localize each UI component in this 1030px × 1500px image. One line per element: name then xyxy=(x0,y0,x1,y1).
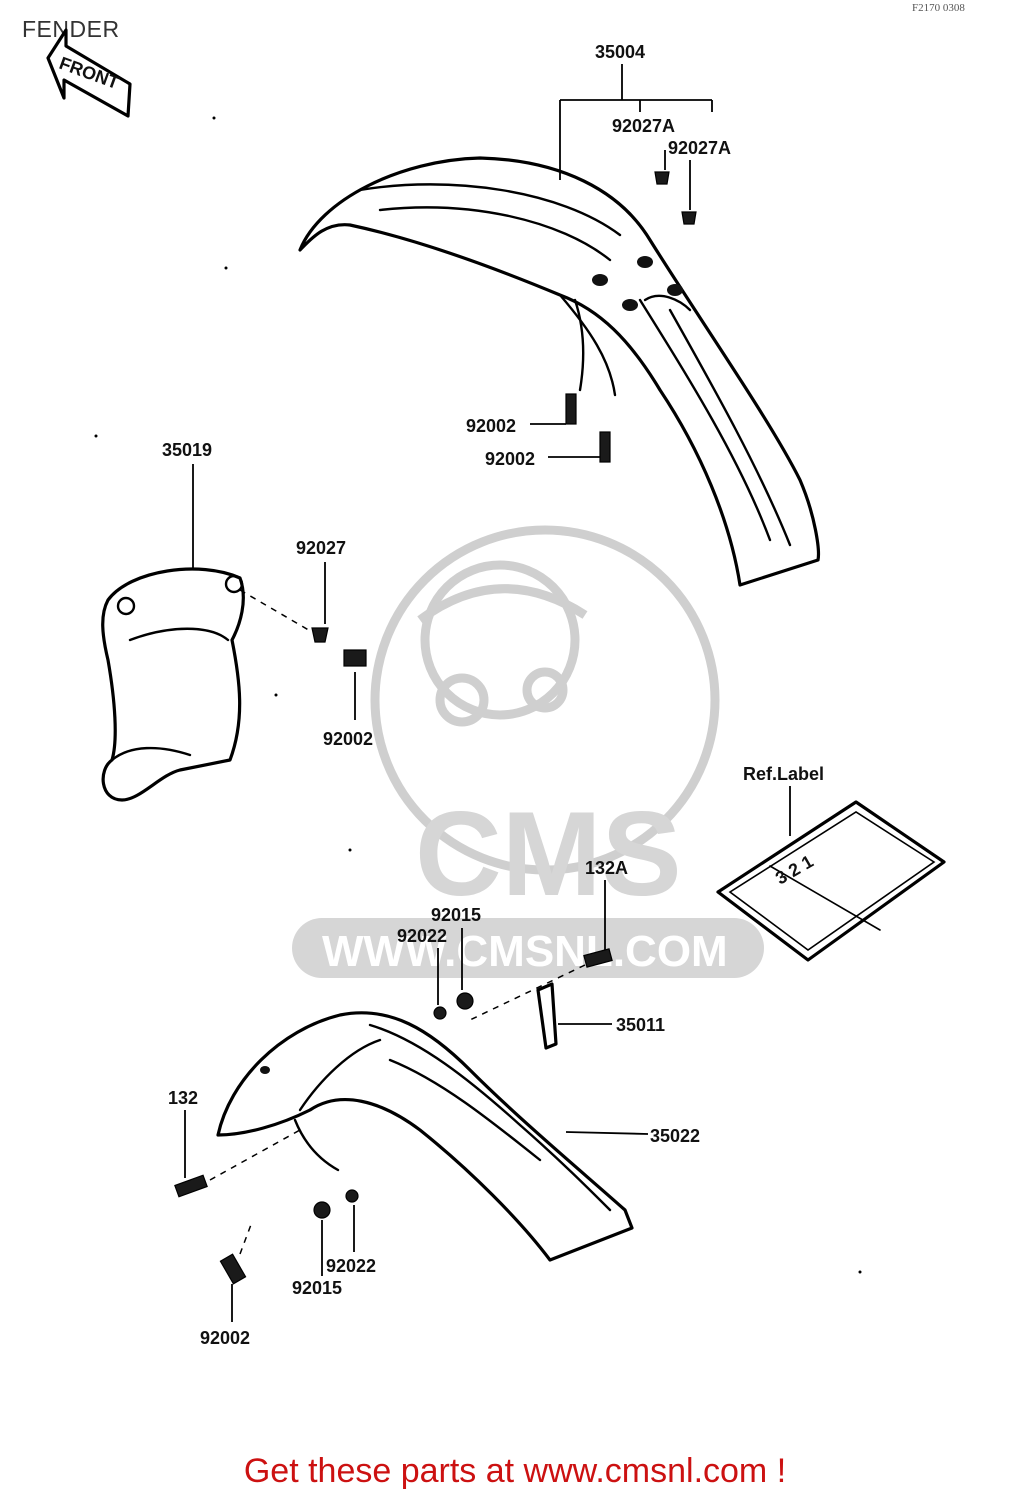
front-arrow-shape xyxy=(46,28,132,118)
front-fender-slot xyxy=(643,294,692,312)
watermark-eye-left xyxy=(435,673,489,727)
label-132: 132 xyxy=(168,1088,198,1108)
label-35022: 35022 xyxy=(650,1126,700,1146)
nut-92015-b xyxy=(313,1201,331,1219)
label-92002-a: 92002 xyxy=(466,416,516,436)
front-fender-hole-3 xyxy=(622,299,638,311)
label-92002-d: 92002 xyxy=(200,1328,250,1348)
label-92027A-1: 92027A xyxy=(612,116,675,136)
label-92015-a: 92015 xyxy=(431,905,481,925)
label-132A: 132A xyxy=(585,858,628,878)
label-92022-a: 92022 xyxy=(397,926,447,946)
bolt-92002-d xyxy=(219,1253,247,1285)
label-35004: 35004 xyxy=(595,42,645,62)
bolt-132 xyxy=(174,1174,208,1198)
mud-guard-hole-2 xyxy=(224,574,244,594)
mud-guard-lip xyxy=(110,746,192,762)
bracket-35011 xyxy=(536,982,558,1050)
fastener-92027 xyxy=(311,627,329,643)
watermark-eye-right xyxy=(522,667,568,713)
front-fender-rib-2 xyxy=(378,206,612,262)
label-92022-b: 92022 xyxy=(326,1256,376,1276)
mud-guard-body xyxy=(101,567,245,802)
watermark-circle xyxy=(370,525,720,875)
rear-fender-hole xyxy=(260,1066,270,1074)
label-ref-label: Ref.Label xyxy=(743,764,824,784)
front-fender-hole-4 xyxy=(667,284,683,296)
front-fender-flap xyxy=(558,293,617,397)
label-92002-b: 92002 xyxy=(485,449,535,469)
fastener-92027A-2 xyxy=(681,211,697,225)
decal-border xyxy=(728,811,936,951)
front-direction-arrow: FRONT xyxy=(46,28,132,118)
label-92027A-2: 92027A xyxy=(668,138,731,158)
decal-divider xyxy=(769,865,881,931)
scan-speck xyxy=(94,434,98,438)
rear-fender-body xyxy=(216,1011,634,1262)
dashline-92002-d xyxy=(239,1221,253,1255)
mud-guard-35019 xyxy=(101,567,245,802)
bolt-92002-a xyxy=(565,393,577,425)
dashline-35019 xyxy=(239,589,313,633)
label-92015-b: 92015 xyxy=(292,1278,342,1298)
front-fender-body xyxy=(298,156,820,587)
front-fender-rib-1 xyxy=(358,183,622,237)
label-35011: 35011 xyxy=(616,1015,665,1035)
decal-plate xyxy=(716,800,946,962)
washer-92022-a xyxy=(433,1006,447,1020)
bolt-92002-b xyxy=(599,431,611,463)
front-fender-rib-3 xyxy=(638,298,772,542)
scan-speck xyxy=(858,1270,862,1274)
rear-fender-35022 xyxy=(216,1011,634,1262)
dashline-132A xyxy=(469,964,586,1021)
front-fender-hole-2 xyxy=(637,256,653,268)
cms-watermark: CMS WWW.CMSNL.COM xyxy=(292,525,764,978)
leader-35004 xyxy=(559,64,713,180)
watermark-url-text: WWW.CMSNL.COM xyxy=(322,927,728,976)
washer-92022-b xyxy=(345,1189,359,1203)
label-92027: 92027 xyxy=(296,538,346,558)
footer-promo-text[interactable]: Get these parts at www.cmsnl.com ! xyxy=(243,1452,787,1490)
rear-fender-flap xyxy=(293,1118,340,1172)
diagram-reference-code: F2170 0308 xyxy=(912,2,965,14)
front-fender-hole-1 xyxy=(592,274,608,286)
watermark-url-bar xyxy=(292,918,764,978)
scan-speck xyxy=(224,266,228,270)
watermark-helmet xyxy=(420,560,580,720)
front-fender xyxy=(298,156,820,587)
fastener-92027A-1 xyxy=(654,171,670,185)
scan-speck xyxy=(212,116,216,120)
watermark-goggle xyxy=(417,584,588,624)
scan-speck xyxy=(348,848,352,852)
front-fender-rib-4 xyxy=(668,308,792,547)
leader-35022 xyxy=(565,1131,649,1135)
bolt-92002-c xyxy=(343,649,367,667)
rear-fender-rib-1 xyxy=(368,1023,612,1212)
label-35019: 35019 xyxy=(162,440,212,460)
label-92002-c: 92002 xyxy=(323,729,373,749)
dashline-132 xyxy=(209,1129,301,1181)
fender-exploded-diagram: CMS WWW.CMSNL.COM FRONT xyxy=(46,28,946,1348)
mud-guard-hole-1 xyxy=(116,596,136,616)
reference-label-decal: 3 2 1 xyxy=(716,800,946,962)
rear-fender-tail xyxy=(298,1038,382,1112)
page-title: FENDER xyxy=(22,16,120,42)
bolt-132A xyxy=(583,948,613,968)
mud-guard-edge xyxy=(128,627,230,642)
rear-fender-rib-2 xyxy=(388,1058,542,1162)
scan-speck xyxy=(274,693,278,697)
nut-92015-a xyxy=(456,992,474,1010)
watermark-logo-text: CMS xyxy=(415,787,682,921)
front-fender-flap-edge xyxy=(573,298,585,392)
